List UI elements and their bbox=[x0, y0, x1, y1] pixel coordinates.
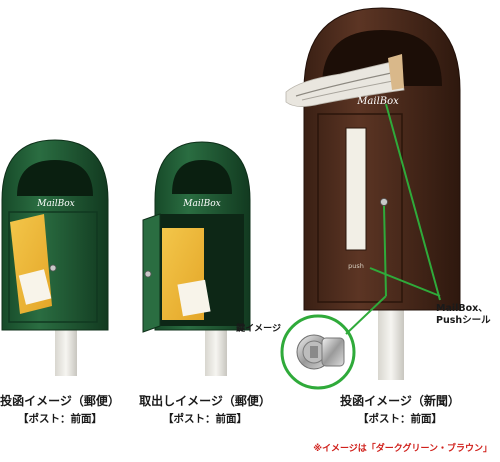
key-image-label: 鍵イメージ bbox=[236, 322, 281, 334]
green-mailbox-retrieve: MailBox bbox=[142, 141, 251, 376]
caption-box-2: 取出しイメージ（郵便） bbox=[139, 394, 271, 408]
door-panel bbox=[8, 211, 98, 323]
open-door bbox=[142, 213, 161, 333]
subcaption-box-1: 【ポスト：前面】 bbox=[18, 413, 102, 425]
keyhole-icon bbox=[49, 264, 57, 272]
caption-box-1: 投函イメージ（郵便） bbox=[0, 394, 120, 408]
green-mailbox-insert: MailBox bbox=[1, 139, 109, 376]
subcaption-box-3: 【ポスト：前面】 bbox=[358, 413, 442, 425]
door-knob-icon bbox=[144, 270, 152, 278]
postcard bbox=[18, 269, 52, 305]
pole bbox=[378, 308, 404, 380]
box-logo: MailBox bbox=[182, 199, 220, 209]
pole bbox=[55, 328, 77, 376]
key-blade bbox=[321, 337, 345, 367]
callout-line-1: MailBox、 bbox=[436, 303, 488, 314]
door-panel bbox=[317, 113, 403, 303]
key-closeup: 鍵イメージ bbox=[236, 314, 356, 390]
caption-box-3: 投函イメージ（新聞） bbox=[340, 394, 460, 408]
box-logo: MailBox bbox=[36, 199, 74, 209]
callout-line-2: Pushシール bbox=[436, 315, 491, 326]
mail-slot bbox=[172, 160, 232, 194]
pole bbox=[205, 330, 227, 376]
push-sticker: push bbox=[348, 262, 364, 270]
color-note: ※イメージは「ダークグリーン・ブラウン」 bbox=[313, 444, 492, 454]
box-logo: MailBox bbox=[356, 96, 399, 107]
mail-slot bbox=[17, 160, 93, 196]
keyhole-icon bbox=[380, 198, 388, 206]
callout-lines bbox=[345, 103, 441, 335]
window-slot bbox=[345, 127, 367, 251]
subcaption-box-2: 【ポスト：前面】 bbox=[163, 413, 247, 425]
mailbox-push-callout: MailBox、 Pushシール bbox=[436, 303, 491, 327]
newspaper bbox=[285, 54, 405, 107]
postcard bbox=[177, 279, 211, 317]
